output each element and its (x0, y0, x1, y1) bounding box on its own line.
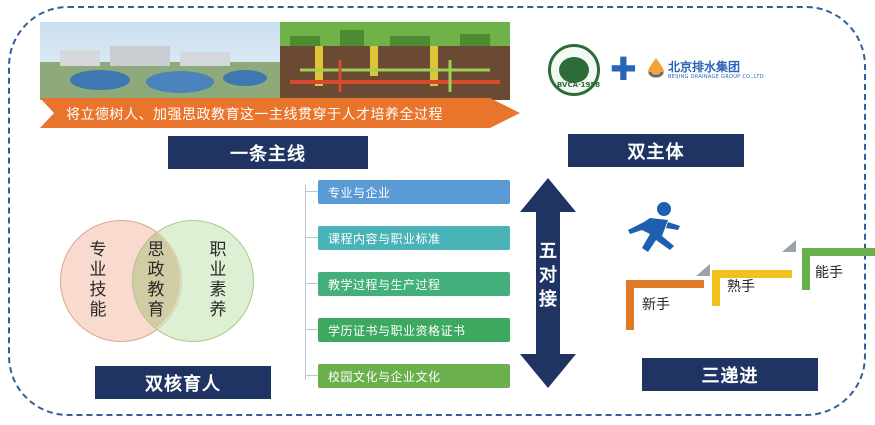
step-expert: 能手 (815, 265, 843, 281)
mainline-banner: 将立德树人、加强思政教育这一主线贯穿于人才培养全过程 (40, 98, 520, 128)
bar-tick (305, 283, 318, 284)
venn-left-text: 专业技能 (89, 240, 107, 320)
step-novice: 新手 (642, 297, 670, 313)
link-item-2: 课程内容与职业标准 (318, 226, 510, 250)
link-item-4: 学历证书与职业资格证书 (318, 318, 510, 342)
five-links-title-text: 五对接 (539, 241, 557, 310)
bar-tick (305, 191, 318, 192)
partner-logos: BVCA·1958 ✚ 北京排水集团 BEIJING DRAINAGE GROU… (548, 44, 808, 100)
facility-photo (40, 22, 510, 100)
label-dual-subject: 双主体 (568, 134, 744, 167)
company-name: 北京排水集团 (668, 60, 741, 74)
five-links-title: 五对接 (536, 240, 560, 312)
bars-bracket (305, 185, 316, 380)
runner-icon (628, 202, 680, 252)
venn-right-text: 职业素养 (209, 240, 227, 320)
label-three-steps: 三递进 (642, 358, 818, 391)
venn-diagram: 专业技能 思政教育 职业素养 (60, 220, 260, 360)
water-drop-icon (648, 58, 664, 78)
plus-icon: ✚ (610, 50, 637, 88)
company-subtitle: BEIJING DRAINAGE GROUP CO.,LTD (668, 74, 764, 80)
bar-tick (305, 329, 318, 330)
label-dual-core: 双核育人 (95, 366, 271, 399)
school-emblem-icon (559, 57, 589, 83)
label-main-line: 一条主线 (168, 136, 368, 169)
bar-tick (305, 375, 318, 376)
step-skilled: 熟手 (727, 279, 755, 295)
bar-tick (305, 237, 318, 238)
link-item-5: 校园文化与企业文化 (318, 364, 510, 388)
double-arrow-icon (520, 178, 576, 388)
link-item-3: 教学过程与生产过程 (318, 272, 510, 296)
steps-graphic (626, 240, 875, 330)
banner-text: 将立德树人、加强思政教育这一主线贯穿于人才培养全过程 (66, 107, 443, 123)
school-logo: BVCA·1958 (548, 44, 600, 96)
link-item-1: 专业与企业 (318, 180, 510, 204)
venn-overlap (132, 220, 180, 340)
school-logo-tag: BVCA·1958 (557, 81, 601, 89)
dashed-frame (8, 6, 866, 416)
venn-middle-text: 思政教育 (147, 240, 165, 320)
